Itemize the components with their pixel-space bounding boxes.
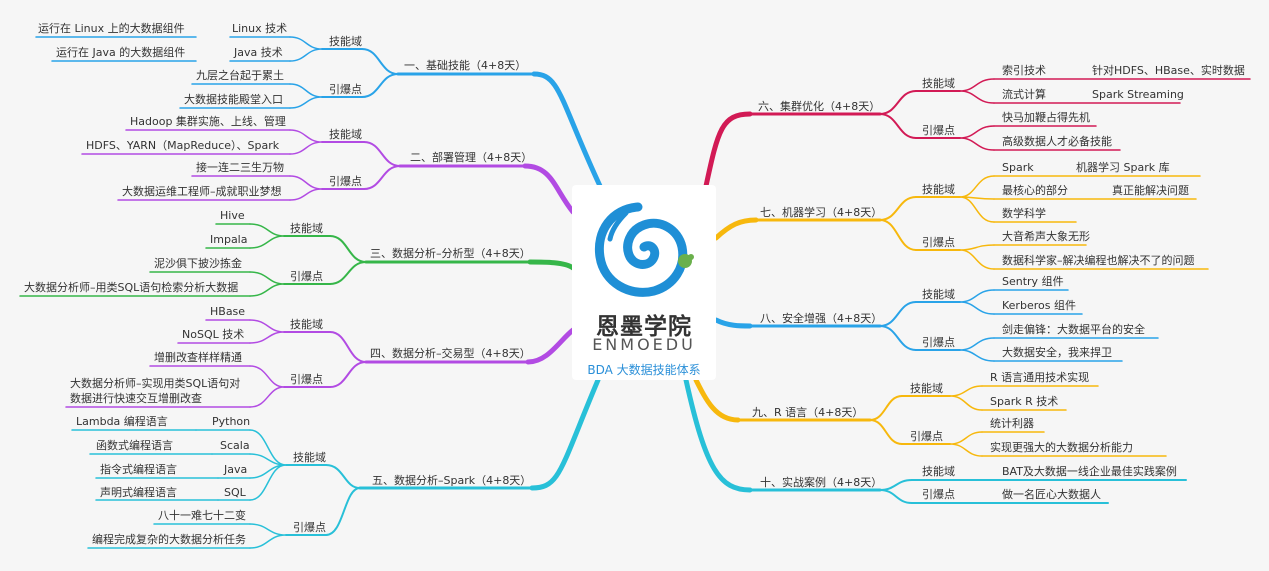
- branch-5-item-java[interactable]: Java: [224, 463, 248, 476]
- branch-5-item-java-desc[interactable]: 指令式编程语言: [100, 463, 177, 476]
- branch-5-title[interactable]: 五、数据分析–Spark（4+8天）: [372, 474, 532, 487]
- branch-8-ignition-point[interactable]: 引爆点: [922, 336, 955, 349]
- branch-4-item-nosql[interactable]: NoSQL 技术: [182, 328, 245, 341]
- branch-4-ignition-point[interactable]: 引爆点: [290, 373, 323, 386]
- branch-7-item-spark-desc[interactable]: 机器学习 Spark 库: [1076, 161, 1170, 174]
- branch-8-item-4[interactable]: 大数据安全，我来捍卫: [1002, 346, 1112, 359]
- branch-4-title[interactable]: 四、数据分析–交易型（4+8天）: [370, 347, 531, 360]
- branch-6-ignition-point[interactable]: 引爆点: [922, 124, 955, 137]
- branch-9-item-4[interactable]: 实现更强大的大数据分析能力: [990, 441, 1133, 454]
- branch-6-item-index[interactable]: 索引技术: [1002, 64, 1046, 77]
- branch-10-item-2[interactable]: 做一名匠心大数据人: [1002, 488, 1101, 501]
- branch-3-title[interactable]: 三、数据分析–分析型（4+8天）: [370, 247, 531, 260]
- center-english-name: ENMOEDU: [592, 335, 696, 354]
- branch-7-skill-domain[interactable]: 技能域: [922, 183, 955, 196]
- branch-10-skill-domain[interactable]: 技能域: [922, 465, 955, 478]
- branch-6-item-index-desc[interactable]: 针对HDFS、HBase、实时数据: [1092, 64, 1245, 77]
- branch-2-item-1[interactable]: Hadoop 集群实施、上线、管理: [130, 115, 286, 128]
- branch-5-item-6[interactable]: 编程完成复杂的大数据分析任务: [92, 533, 246, 546]
- branch-9-title[interactable]: 九、R 语言（4+8天）: [752, 406, 864, 419]
- center-subtitle: BDA 大数据技能体系: [587, 363, 701, 377]
- branch-6-lines: [703, 78, 1251, 189]
- branch-10-item-1[interactable]: BAT及大数据一线企业最佳实践案例: [1002, 465, 1177, 478]
- branch-7-title[interactable]: 七、机器学习（4+8天）: [760, 206, 883, 219]
- branch-5-item-python[interactable]: Python: [212, 415, 251, 428]
- branch-2-ignition-point[interactable]: 引爆点: [329, 175, 362, 188]
- branch-7-item-math[interactable]: 数学科学: [1002, 207, 1046, 220]
- branch-2-skill-domain[interactable]: 技能域: [329, 128, 362, 141]
- branch-5-item-scala-desc[interactable]: 函数式编程语言: [96, 439, 173, 452]
- branch-7-item-5[interactable]: 数据科学家–解决编程也解决不了的问题: [1002, 254, 1195, 267]
- branch-6-item-3[interactable]: 快马加鞭占得先机: [1002, 111, 1090, 124]
- branch-4-item-3[interactable]: 增删改查样样精通: [154, 351, 242, 364]
- branch-3-item-hive[interactable]: Hive: [220, 209, 245, 222]
- branch-1-item-linux-desc[interactable]: 运行在 Linux 上的大数据组件: [38, 22, 185, 35]
- branch-8-item-sentry[interactable]: Sentry 组件: [1002, 275, 1064, 288]
- branch-2-lines: [81, 129, 576, 215]
- branch-7-ignition-point[interactable]: 引爆点: [922, 236, 955, 249]
- branch-6-skill-domain[interactable]: 技能域: [922, 77, 955, 90]
- branch-10-lines: [683, 377, 1187, 504]
- central-topic[interactable]: 恩墨学院 ENMOEDU BDA 大数据技能体系: [572, 185, 716, 380]
- branch-1-title[interactable]: 一、基础技能（4+8天）: [404, 59, 527, 72]
- branch-1-item-3[interactable]: 九层之台起于累土: [196, 69, 284, 82]
- branch-5-lines: [71, 377, 601, 549]
- branch-7-item-core-desc[interactable]: 真正能解决问题: [1112, 184, 1189, 197]
- branch-9-ignition-point[interactable]: 引爆点: [910, 430, 943, 443]
- branch-5-item-5[interactable]: 八十一难七十二变: [158, 509, 246, 522]
- branch-8-lines: [713, 289, 1159, 362]
- branch-7-item-core[interactable]: 最核心的部分: [1002, 184, 1068, 197]
- branch-2-title[interactable]: 二、部署管理（4+8天）: [410, 151, 533, 164]
- branch-1-item-4[interactable]: 大数据技能殿堂入口: [184, 93, 283, 106]
- branch-3-item-impala[interactable]: Impala: [210, 233, 248, 246]
- branch-4-lines: [65, 319, 576, 408]
- branch-4-item-hbase[interactable]: HBase: [210, 305, 246, 318]
- branch-2-item-4[interactable]: 大数据运维工程师–成就职业梦想: [122, 185, 282, 198]
- branch-6-item-4[interactable]: 高级数据人才必备技能: [1002, 135, 1112, 148]
- branch-6-item-streaming-desc[interactable]: Spark Streaming: [1092, 88, 1184, 101]
- branch-8-skill-domain[interactable]: 技能域: [922, 288, 955, 301]
- branch-5-skill-domain[interactable]: 技能域: [293, 451, 326, 464]
- branch-8-title[interactable]: 八、安全增强（4+8天）: [760, 312, 883, 325]
- branch-2-item-2[interactable]: HDFS、YARN（MapReduce）、Spark: [86, 139, 280, 152]
- branch-5-item-sql[interactable]: SQL: [224, 486, 246, 499]
- branch-6-title[interactable]: 六、集群优化（4+8天）: [758, 100, 881, 113]
- branch-7-lines: [713, 175, 1209, 270]
- branch-9-item-2[interactable]: Spark R 技术: [990, 395, 1059, 408]
- branch-5-item-scala[interactable]: Scala: [220, 439, 250, 452]
- branch-3-lines: [19, 223, 576, 297]
- branch-7-item-4[interactable]: 大音希声大象无形: [1002, 230, 1090, 243]
- branch-10-title[interactable]: 十、实战案例（4+8天）: [760, 476, 883, 489]
- branch-4-item-4-line1[interactable]: 大数据分析师–实现用类SQL语句对: [70, 377, 241, 390]
- branch-5-item-sql-desc[interactable]: 声明式编程语言: [100, 486, 177, 499]
- branch-5-item-python-desc[interactable]: Lambda 编程语言: [76, 415, 168, 428]
- branch-9-item-1[interactable]: R 语言通用技术实现: [990, 371, 1090, 384]
- branch-1-skill-domain[interactable]: 技能域: [329, 35, 362, 48]
- enmoedu-logo: [594, 202, 694, 297]
- branch-3-item-3[interactable]: 泥沙俱下披沙拣金: [154, 257, 242, 270]
- branch-1-item-java[interactable]: Java 技术: [234, 46, 283, 59]
- branch-4-item-4-line2[interactable]: 数据进行快速交互增删改查: [70, 392, 202, 405]
- branch-4-skill-domain[interactable]: 技能域: [290, 318, 323, 331]
- branch-6-item-streaming[interactable]: 流式计算: [1002, 88, 1046, 101]
- branch-2-item-3[interactable]: 接一连二三生万物: [196, 161, 284, 174]
- branch-5-ignition-point[interactable]: 引爆点: [293, 521, 326, 534]
- branch-10-ignition-point[interactable]: 引爆点: [922, 488, 955, 501]
- center-title: 恩墨学院: [596, 314, 692, 340]
- branch-3-skill-domain[interactable]: 技能域: [290, 222, 323, 235]
- branch-3-ignition-point[interactable]: 引爆点: [290, 270, 323, 283]
- branch-3-item-4[interactable]: 大数据分析师–用类SQL语句检索分析大数据: [24, 281, 239, 294]
- branch-9-skill-domain[interactable]: 技能域: [910, 382, 943, 395]
- branch-1-lines: [35, 36, 603, 189]
- branch-8-item-kerberos[interactable]: Kerberos 组件: [1002, 299, 1076, 312]
- branch-1-item-java-desc[interactable]: 运行在 Java 的大数据组件: [56, 46, 186, 59]
- branch-1-item-linux[interactable]: Linux 技术: [232, 22, 288, 35]
- branch-9-lines: [693, 377, 1167, 457]
- branch-9-item-3[interactable]: 统计利器: [990, 417, 1034, 430]
- branch-8-item-3[interactable]: 剑走偏锋：大数据平台的安全: [1002, 323, 1145, 336]
- branch-7-item-spark[interactable]: Spark: [1002, 161, 1034, 174]
- branch-1-ignition-point[interactable]: 引爆点: [329, 83, 362, 96]
